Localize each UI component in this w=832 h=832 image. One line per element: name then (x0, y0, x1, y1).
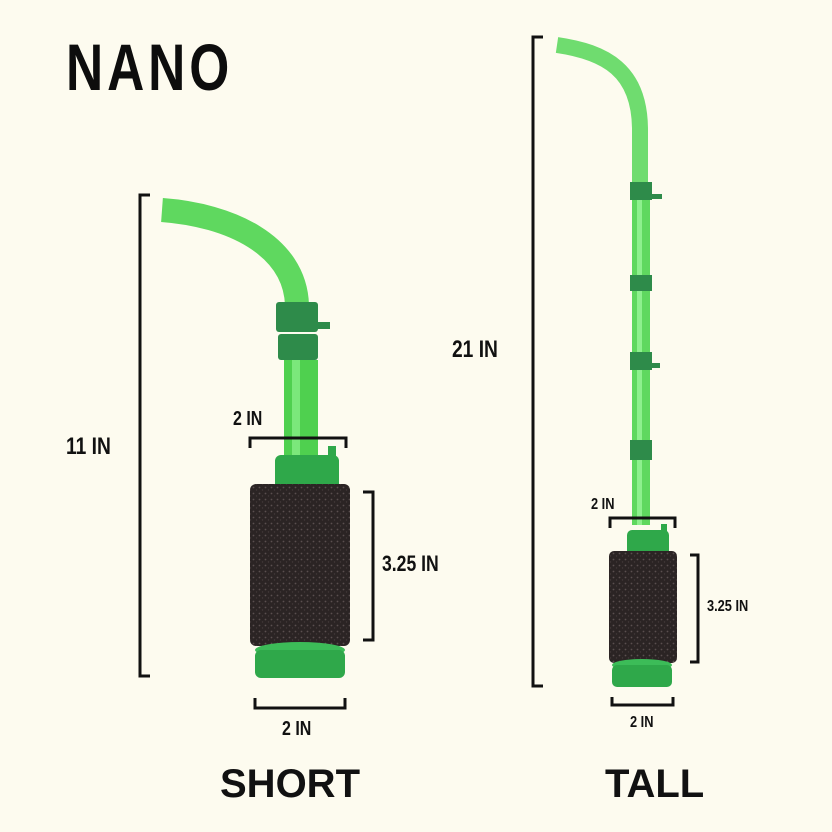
tall-cap (627, 530, 669, 556)
tall-clamp-3 (630, 352, 652, 370)
short-height-label: 11 IN (66, 433, 111, 460)
tall-sponge (609, 551, 677, 663)
tall-base-width-label: 2 IN (630, 714, 654, 731)
tall-clamp-1 (630, 182, 652, 200)
short-top-width-bracket (248, 436, 348, 448)
short-base (255, 650, 345, 678)
tall-height-label: 21 IN (452, 336, 498, 363)
short-caption: SHORT (220, 762, 360, 806)
tall-base (612, 665, 672, 687)
short-fitting-lower (278, 334, 318, 360)
tall-base-width-bracket (610, 697, 675, 707)
tall-height-bracket (531, 35, 543, 688)
tall-sponge-height-bracket (690, 553, 700, 664)
short-filter (138, 193, 375, 710)
tall-clamp-4 (630, 440, 652, 460)
short-top-width-label: 2 IN (233, 408, 263, 430)
short-cap (275, 455, 339, 493)
tall-clamp-2 (630, 275, 652, 291)
tall-filter (531, 35, 700, 707)
short-base-width-label: 2 IN (282, 718, 312, 740)
short-curved-tube (161, 198, 309, 307)
tall-top-width-label: 2 IN (591, 496, 615, 513)
short-sponge (250, 484, 350, 646)
short-sponge-height-label: 3.25 IN (382, 551, 439, 576)
short-height-bracket (138, 193, 150, 678)
short-base-width-bracket (253, 698, 347, 710)
short-sponge-height-bracket (363, 490, 375, 642)
short-straight-tube (284, 360, 318, 460)
tall-top-width-bracket (608, 516, 677, 528)
tall-caption: TALL (605, 762, 705, 806)
product-title: NANO (66, 30, 234, 104)
short-fitting-upper (276, 302, 318, 332)
tall-curved-tube (555, 37, 648, 190)
tall-sponge-height-label: 3.25 IN (707, 598, 749, 615)
